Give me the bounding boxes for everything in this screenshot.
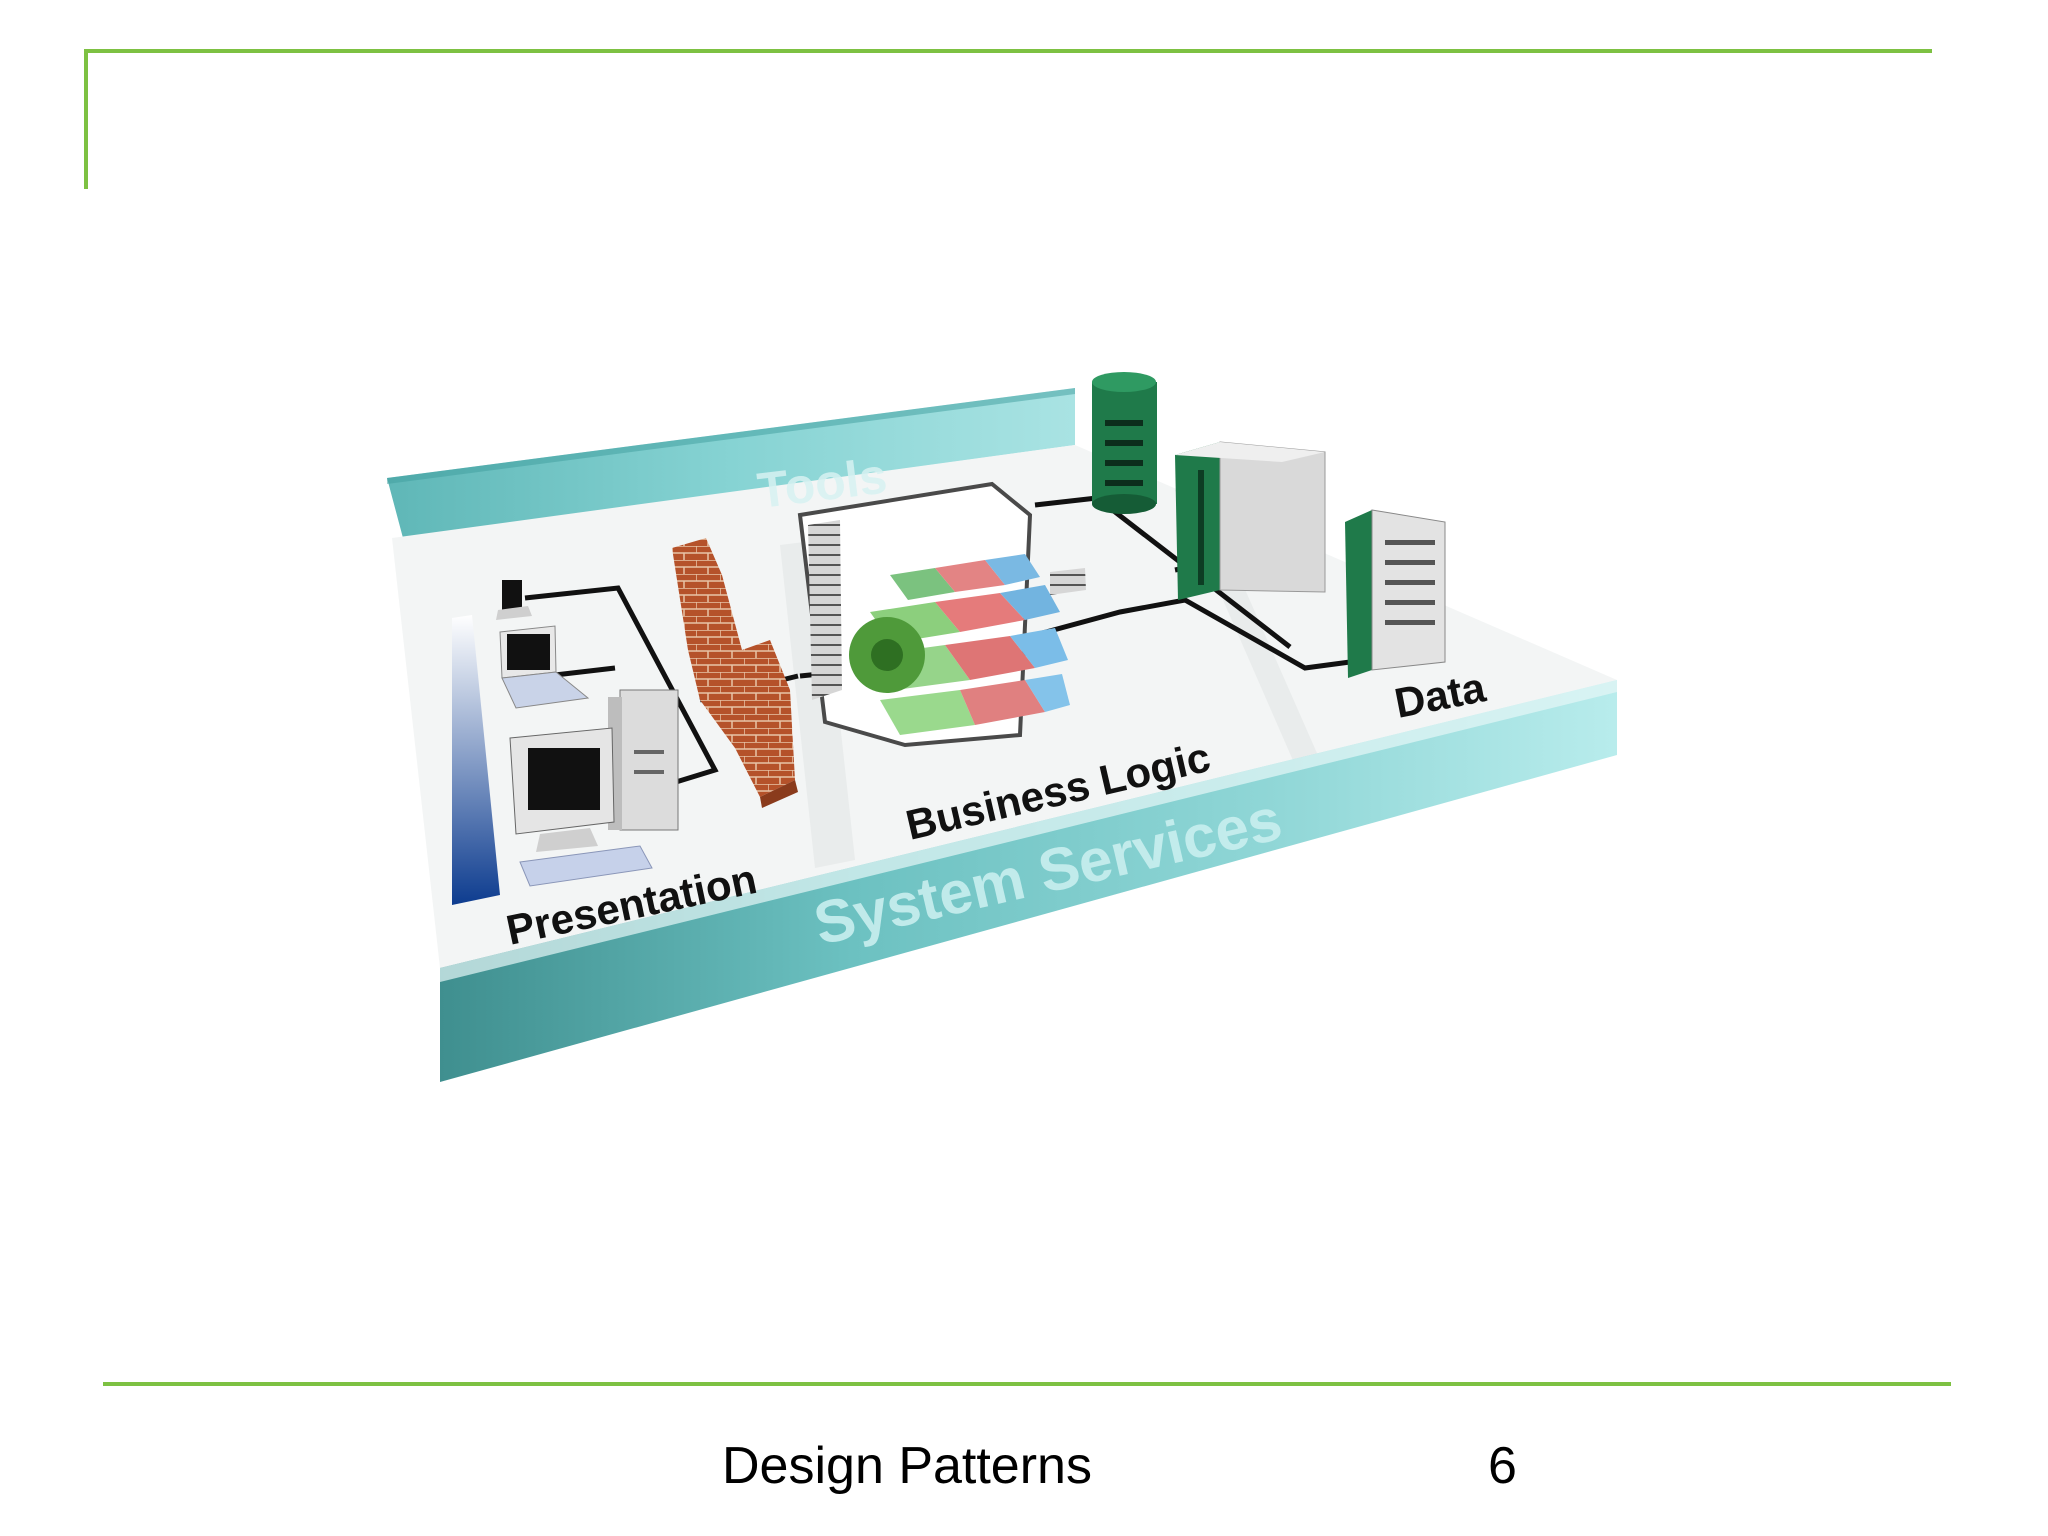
bottom-rule	[103, 1382, 1951, 1386]
client-devices	[496, 580, 679, 887]
data-servers	[1092, 372, 1446, 678]
desktop-computer-icon	[509, 689, 679, 887]
footer-title: Design Patterns	[722, 1437, 1092, 1495]
tools-band	[387, 388, 1075, 538]
system-services-band	[440, 680, 1617, 1082]
tier-gradient-bar	[452, 615, 500, 905]
laptop-icon	[499, 625, 590, 709]
rack-server-icon	[1345, 509, 1446, 678]
database-cylinder-icon	[1092, 372, 1157, 514]
application-server	[797, 481, 1086, 748]
brick-firewall	[672, 538, 798, 808]
slide-number: 6	[1488, 1437, 1517, 1495]
component-stack	[870, 554, 1070, 735]
handheld-icon	[496, 580, 532, 620]
top-rule	[84, 49, 1932, 53]
tower-server-icon	[1175, 441, 1326, 600]
left-rule	[84, 49, 88, 189]
